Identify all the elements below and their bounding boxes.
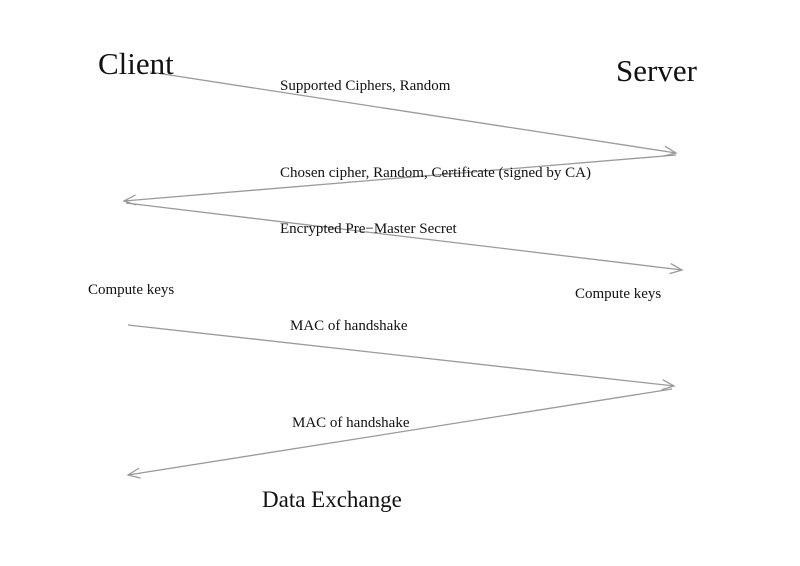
message-label-chosen-cipher: Chosen cipher, Random, Certificate (sign… [280,165,591,181]
arrow-server-mac-head [126,467,141,479]
server-compute-keys-note: Compute keys [575,286,662,302]
message-arrows [122,71,684,479]
message-label-supported-ciphers: Supported Ciphers, Random [280,78,451,94]
message-label-server-mac: MAC of handshake [292,415,410,431]
client-compute-keys-note: Compute keys [88,282,175,298]
arrow-supported-ciphers [149,71,677,154]
arrow-server-mac [127,388,673,476]
message-label-pre-master-secret: Encrypted Pre−Master Secret [280,221,457,237]
arrow-chosen-cipher [123,154,677,202]
server-label: Server [616,53,697,88]
client-label: Client [98,46,174,81]
arrow-client-mac [127,324,675,387]
arrow-pre-master-secret-head [669,262,684,275]
arrow-client-mac-head [661,379,676,391]
data-exchange-label: Data Exchange [262,487,402,512]
message-label-client-mac: MAC of handshake [290,318,408,334]
arrow-pre-master-secret [125,202,683,271]
